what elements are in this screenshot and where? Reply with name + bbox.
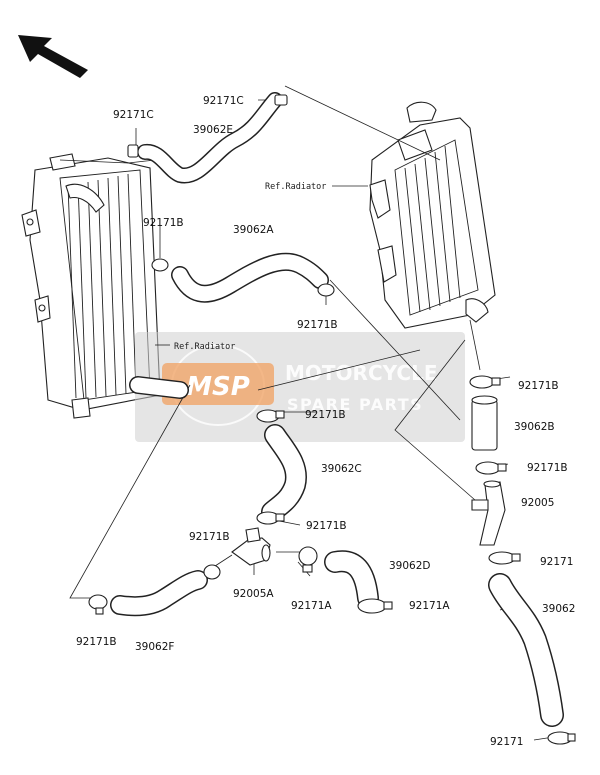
clamp-92171C-left [127,144,139,158]
hose-left-outlet [129,376,189,399]
right-radiator [369,101,496,329]
watermark-line1: MOTORCYCLE [285,361,437,385]
hose-39062F [110,570,208,617]
label-92171B-center-low: 92171B [306,520,347,532]
label-92171B-bottom-left: 92171B [76,636,117,648]
hose-39062C [261,424,307,523]
label-92005A: 92005A [233,588,274,600]
clamp-92171A-1 [298,546,318,573]
left-radiator [21,153,161,419]
label-39062F: 39062F [135,641,174,653]
hose-39062E [137,92,283,184]
clamp-92171B-right-top [469,375,501,389]
clamp-92171A-2 [357,598,393,614]
fitting-92005A [231,527,271,566]
clamp-92171B-upper [151,258,169,272]
clamp-92171-bottom [547,731,576,745]
label-ref-radiator-left: Ref.Radiator [174,342,235,352]
label-92171A-2: 92171A [409,600,450,612]
label-39062D: 39062D [389,560,431,572]
clamp-92171-right [488,551,521,565]
label-92171B-right-top: 92171B [518,380,559,392]
front-direction-arrow-icon [18,35,88,78]
label-39062: 39062 [542,603,575,615]
hose-39062A [171,252,329,303]
clamp-92171B-center [256,409,285,423]
label-92171-bottom: 92171 [490,736,523,748]
clamp-92171B-center-low [256,511,285,525]
label-39062B: 39062B [514,421,555,433]
label-92005: 92005 [521,497,554,509]
label-92171B-right-mid: 92171B [527,462,568,474]
clamp-92171B-right-mid [475,461,507,475]
watermark-logo-box [162,363,274,405]
clamp-92171B-lower-left [203,564,221,580]
clamp-92171B-mid [317,283,335,297]
watermark-line2: SPARE PARTS [287,395,423,414]
label-39062A: 39062A [233,224,274,236]
label-ref-radiator-right: Ref.Radiator [265,182,326,192]
hose-39062 [488,573,564,727]
label-92171A-1: 92171A [291,600,332,612]
label-92171B-mid: 92171B [297,319,338,331]
watermark-logo-text: MSP [186,372,250,402]
label-39062C: 39062C [321,463,362,475]
leader-lines [59,85,561,741]
hose-39062B [471,395,498,451]
label-39062E: 39062E [193,124,233,136]
clamp-92171C-top [274,94,288,106]
label-92171B-upper: 92171B [143,217,184,229]
part-labels: 92171C 92171C 39062E 92171B 39062A Ref.R… [76,95,575,748]
label-92171-right: 92171 [540,556,573,568]
clamp-92171B-bottom-left [88,594,108,615]
fitting-92005 [471,480,506,546]
label-92171B-lower-left: 92171B [189,531,230,543]
label-92171C-top: 92171C [203,95,244,107]
label-92171B-center: 92171B [305,409,346,421]
hose-39062D [324,550,379,609]
label-92171C-left: 92171C [113,109,154,121]
